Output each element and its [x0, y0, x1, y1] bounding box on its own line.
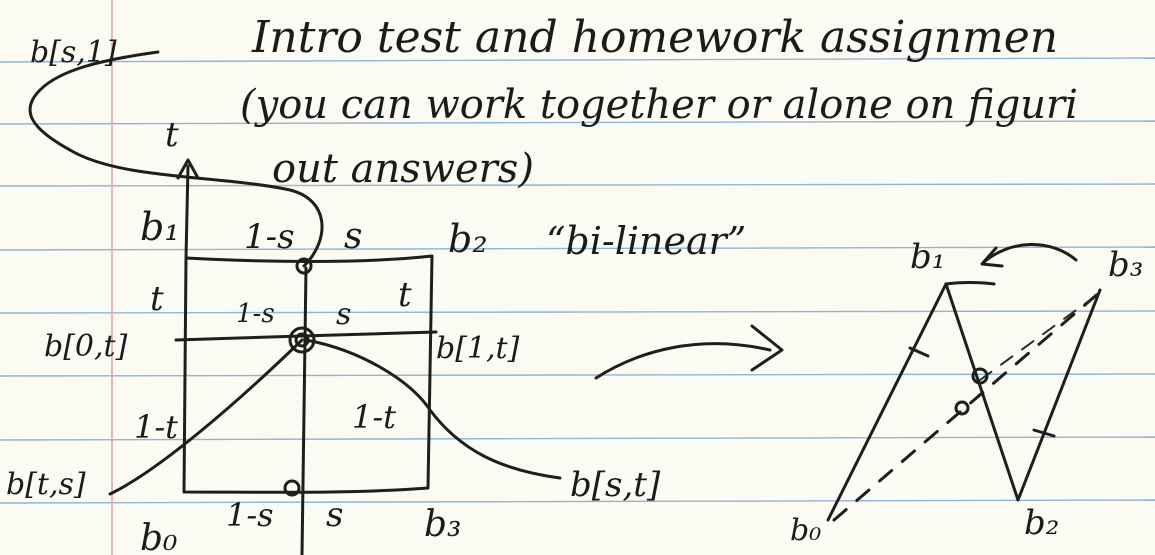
label-right-b2: b₂ — [1024, 503, 1059, 543]
bilinear-patch-diagram: b[s,1] t b₁ 1-s s b₂ t t 1-s s b[0,t] b[… — [6, 35, 661, 555]
label-1-minus-s-mid: 1-s — [236, 299, 275, 329]
label-b-s-1: b[s,1] — [30, 35, 117, 70]
note-subtitle-line1: (you can work together or alone on figur… — [240, 82, 1078, 128]
label-b1: b₁ — [140, 205, 180, 249]
patch-square — [182, 254, 434, 494]
label-right-b1: b₁ — [910, 237, 945, 277]
twisted-quad-diagram: b₁ b₃ b₀ b₂ — [790, 237, 1143, 548]
label-t-left: t — [150, 279, 164, 319]
b-s-1-curve — [28, 50, 324, 268]
label-s-mid: s — [336, 297, 351, 332]
label-1-minus-t-left: 1-t — [134, 408, 178, 446]
label-b-0-t: b[0,t] — [44, 329, 128, 364]
quad-edge-b0-b1 — [826, 282, 948, 522]
quad-edge-b3-b2 — [1016, 288, 1102, 502]
center-point-inner — [294, 332, 310, 348]
swap-arrow — [982, 243, 1078, 264]
note-subtitle-line2: out answers) — [272, 146, 534, 192]
vertical-iso-line — [300, 266, 308, 555]
label-b3: b₃ — [424, 504, 461, 545]
b-s-t-curve — [304, 338, 562, 480]
label-1-minus-s-bottom: 1-s — [226, 496, 274, 534]
quad-edge-b1-top — [944, 281, 996, 286]
label-b-t-s: b[t,s] — [6, 467, 86, 502]
top-point — [295, 257, 313, 275]
label-b-1-t: b[1,t] — [436, 331, 520, 366]
label-b-s-t: b[s,t] — [570, 465, 661, 505]
note-title: Intro test and homework assignmen — [251, 12, 1058, 63]
label-b0: b₀ — [140, 518, 177, 555]
center-point — [288, 326, 316, 354]
label-s-bottom: s — [326, 495, 343, 535]
quad-point-upper — [971, 367, 989, 385]
label-right-b0: b₀ — [790, 513, 821, 548]
horizontal-iso-line — [174, 330, 438, 342]
bilinear-label: “bi-linear” — [546, 219, 746, 263]
label-1-minus-t-right: 1-t — [352, 398, 396, 436]
quad-iso-line — [979, 299, 1091, 381]
label-right-b3: b₃ — [1108, 245, 1143, 285]
transform-arrow — [594, 324, 784, 380]
label-t-right: t — [398, 275, 412, 315]
bottom-point — [283, 479, 301, 497]
label-1-minus-s-top: 1-s — [244, 217, 295, 257]
label-s-top: s — [344, 216, 362, 257]
label-b2: b₂ — [448, 217, 488, 261]
quad-point-lower — [954, 400, 970, 416]
b-t-s-curve — [108, 338, 304, 496]
label-t-axis: t — [165, 115, 179, 155]
t-axis-arrow — [184, 164, 190, 260]
